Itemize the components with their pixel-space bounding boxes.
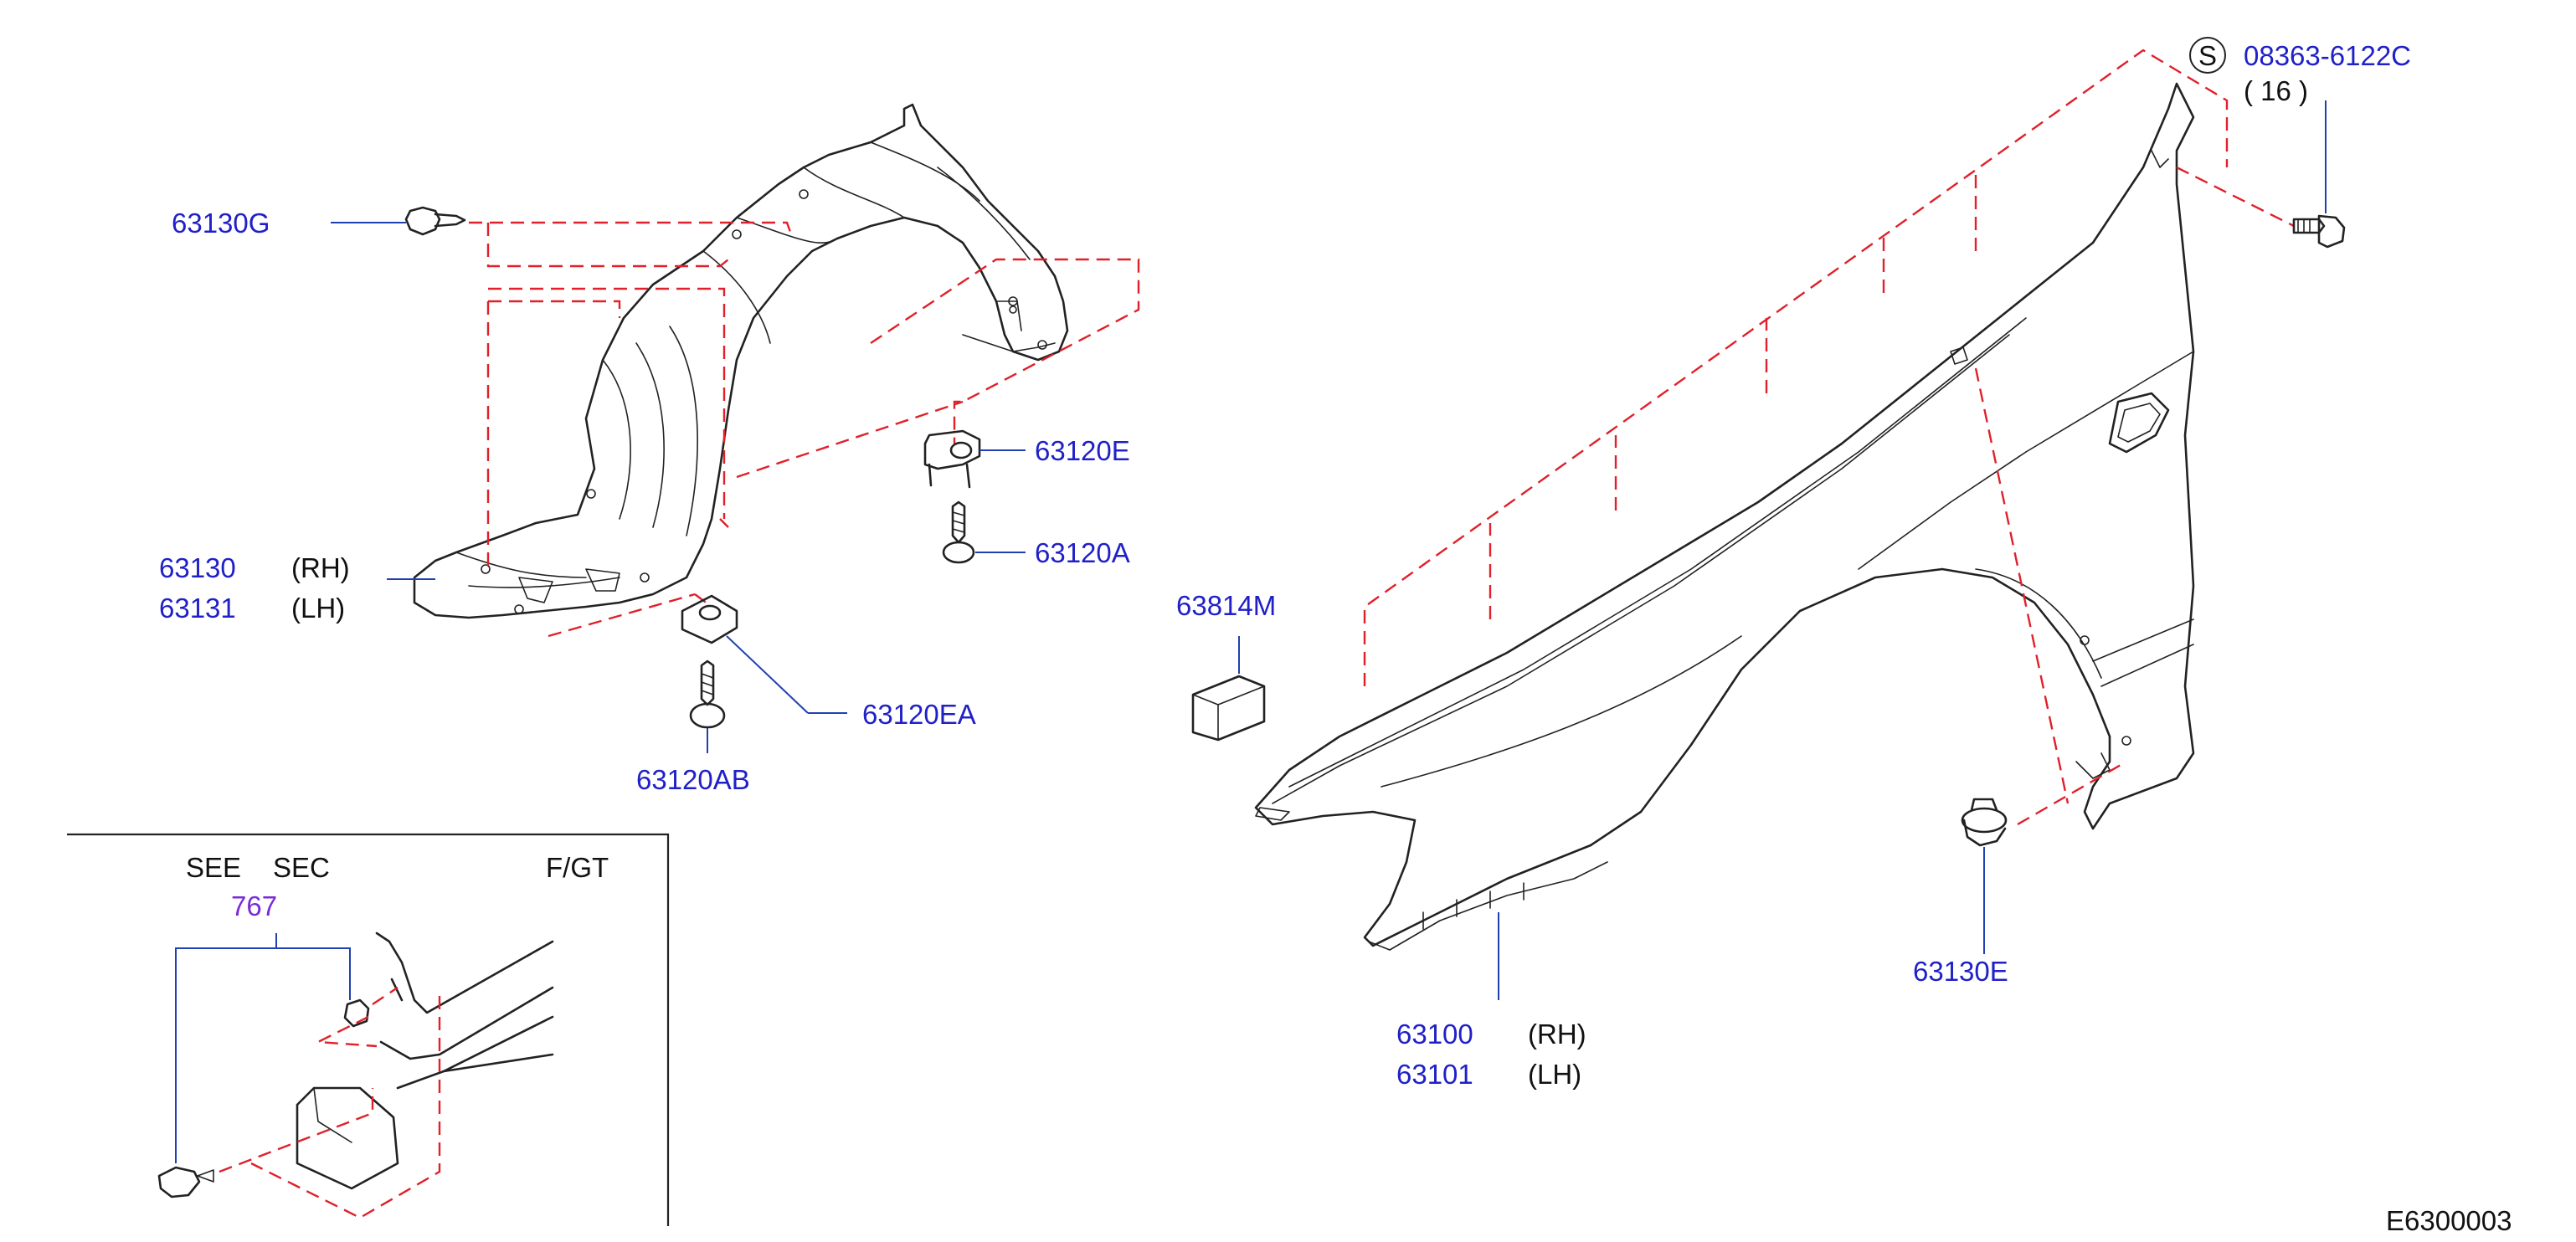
callout-63131: 63131 [159, 593, 236, 624]
callout-08363-6122C: 08363-6122C [2244, 40, 2411, 71]
front-fender-panel [1254, 82, 2195, 951]
inset-section-number[interactable]: 767 [231, 890, 277, 921]
inset-drawing [157, 932, 554, 1219]
callout-63100: 63100 [1396, 1019, 1473, 1050]
callout-63120EA: 63120EA [862, 699, 976, 730]
callout-63120A: 63120A [1035, 537, 1130, 568]
bolt-08363-6122C [2292, 214, 2346, 249]
inset-frame [67, 833, 670, 1226]
diagram-id: E6300003 [2386, 1205, 2512, 1236]
leader-63120EA-a [726, 635, 809, 714]
callout-63130G: 63130G [172, 208, 270, 239]
fender-protector-liner [413, 103, 1069, 619]
s-symbol-circle [2189, 37, 2226, 74]
insulator-pad-63814M [1191, 675, 1266, 742]
liner-phantom-lines [469, 221, 1140, 638]
screw-63120AB [689, 659, 726, 729]
nut-63120E [923, 429, 981, 489]
screw-63120A [942, 500, 975, 564]
callout-63130E: 63130E [1913, 956, 2008, 987]
fender-phantom-lines [1363, 49, 2295, 826]
callout-63130-side: (RH) [291, 552, 350, 583]
leader-767-tree [175, 947, 351, 1163]
callout-63131-side: (LH) [291, 593, 345, 624]
callout-63101-side: (LH) [1528, 1059, 1581, 1090]
callout-63101: 63101 [1396, 1059, 1473, 1090]
inset-variant-label: F/GT [546, 852, 609, 883]
callout-63814M: 63814M [1176, 590, 1276, 621]
nut-63120EA [681, 594, 738, 644]
inset-sec-label: SEC [273, 852, 330, 883]
inset-see-label: SEE [186, 852, 241, 883]
clip-63130E [1961, 798, 2008, 847]
clip-63130G [404, 206, 466, 236]
callout-63120E: 63120E [1035, 435, 1130, 466]
callout-08363-qty: ( 16 ) [2244, 75, 2308, 106]
callout-63120AB: 63120AB [636, 764, 750, 795]
callout-63130: 63130 [159, 552, 236, 583]
s-symbol-letter: S [2198, 40, 2217, 71]
callout-63100-side: (RH) [1528, 1019, 1586, 1050]
